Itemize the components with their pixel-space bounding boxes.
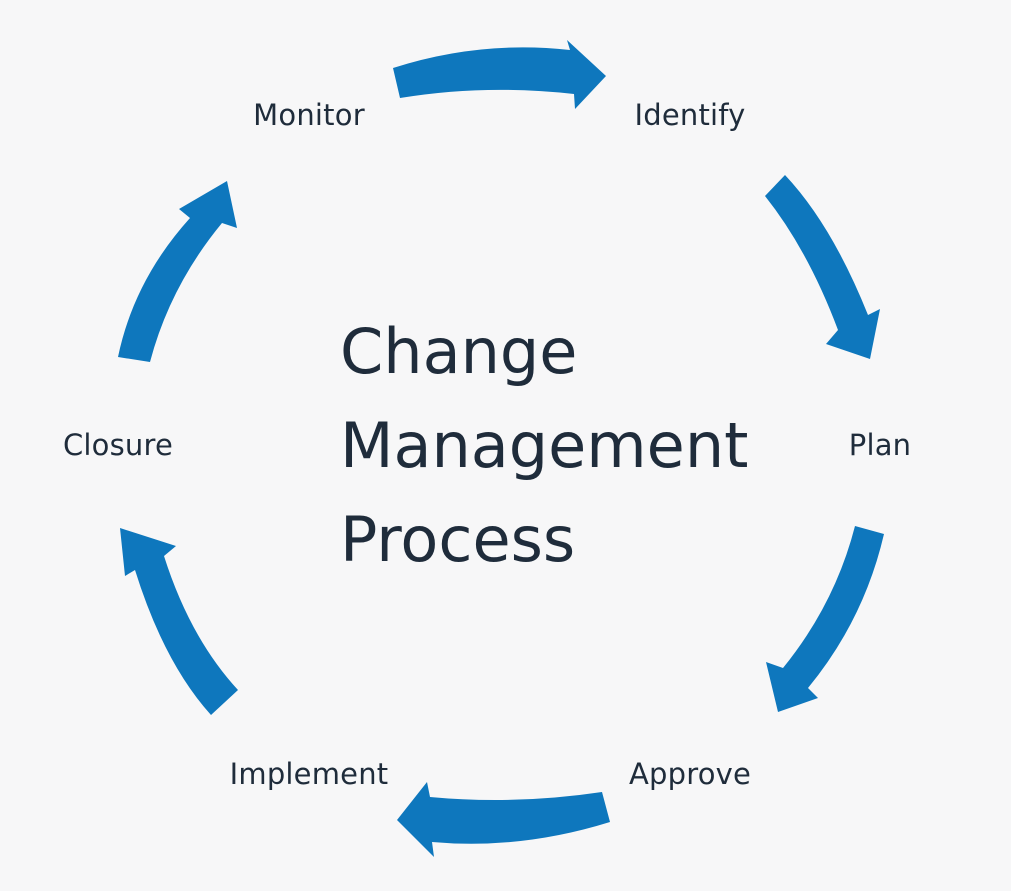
arrow-closure-to-monitor [118,181,237,362]
title-line-1: Change [340,315,578,388]
stage-label-plan: Plan [848,428,912,462]
diagram-title: Change Management Process [340,305,748,587]
arrow-plan-to-approve [766,526,884,712]
stage-label-monitor: Monitor [253,98,365,132]
stage-label-closure: Closure [62,428,174,462]
stage-label-approve: Approve [628,757,752,791]
stage-label-implement: Implement [229,757,389,791]
stage-label-identify: Identify [634,98,746,132]
arrow-monitor-to-identify [393,40,606,109]
title-line-3: Process [340,503,576,576]
arrow-implement-to-closure [120,528,238,715]
arrow-approve-to-implement [397,782,610,857]
title-line-2: Management [340,409,749,482]
arrow-identify-to-plan [765,175,880,359]
